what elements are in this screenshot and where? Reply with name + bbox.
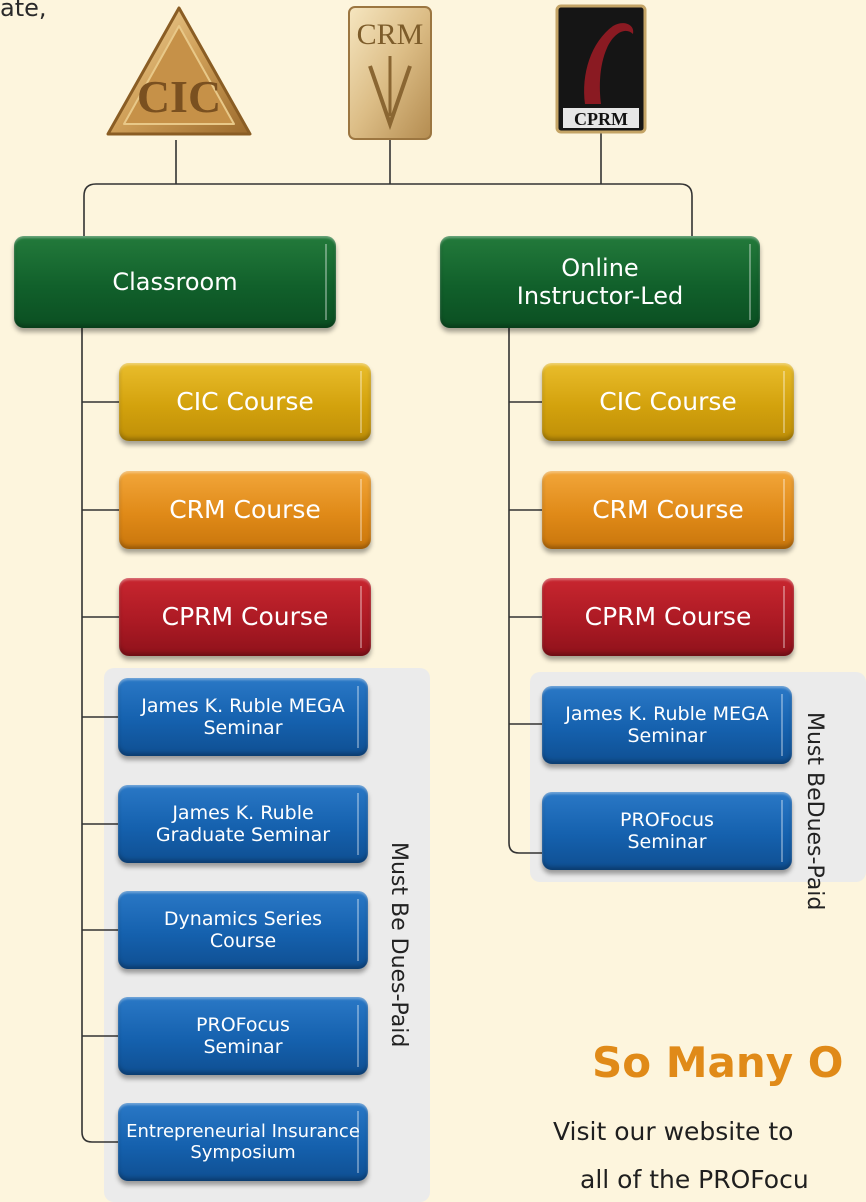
cic-badge-icon: CIC: [106, 6, 252, 136]
button-label: Entrepreneurial Insurance Symposium: [126, 1120, 360, 1163]
classroom-graduate-seminar-button[interactable]: James K. Ruble Graduate Seminar: [118, 785, 368, 863]
button-label: James K. Ruble MEGA Seminar: [565, 702, 769, 747]
button-label: CIC Course: [176, 387, 314, 417]
classroom-dynamics-series-button[interactable]: Dynamics Series Course: [118, 891, 368, 969]
classroom-crm-course-button[interactable]: CRM Course: [119, 471, 371, 549]
online-profocus-seminar-button[interactable]: PROFocus Seminar: [542, 792, 792, 870]
svg-text:CRM: CRM: [357, 18, 424, 51]
promo-line-1: Visit our website to: [553, 1117, 794, 1146]
classroom-cic-course-button[interactable]: CIC Course: [119, 363, 371, 441]
button-label: CIC Course: [599, 387, 737, 417]
online-crm-course-button[interactable]: CRM Course: [542, 471, 794, 549]
online-instructor-led-header: Online Instructor-Led: [440, 236, 760, 328]
promo-line-2: all of the PROFocu: [580, 1165, 809, 1194]
online-cprm-course-button[interactable]: CPRM Course: [542, 578, 794, 656]
online-cic-course-button[interactable]: CIC Course: [542, 363, 794, 441]
button-label: CRM Course: [169, 495, 321, 525]
button-label: CPRM Course: [584, 602, 752, 632]
classroom-entrepreneurial-symposium-button[interactable]: Entrepreneurial Insurance Symposium: [118, 1103, 368, 1181]
online-dues-paid-line-2: Dues-Paid: [802, 800, 828, 911]
classroom-mega-seminar-button[interactable]: James K. Ruble MEGA Seminar: [118, 678, 368, 756]
classroom-dues-paid-label: Must Be Dues-Paid: [386, 842, 411, 1048]
online-header-label: Online Instructor-Led: [516, 253, 684, 310]
button-label: CRM Course: [592, 495, 744, 525]
button-label: PROFocus Seminar: [196, 1013, 290, 1058]
online-mega-seminar-button[interactable]: James K. Ruble MEGA Seminar: [542, 686, 792, 764]
svg-text:CPRM: CPRM: [574, 109, 628, 129]
classroom-cprm-course-button[interactable]: CPRM Course: [119, 578, 371, 656]
crm-badge-icon: CRM: [348, 6, 432, 140]
online-dues-paid-label: Must BeDues-Paid: [802, 712, 828, 911]
button-label: Dynamics Series Course: [163, 907, 323, 952]
classroom-profocus-seminar-button[interactable]: PROFocus Seminar: [118, 997, 368, 1075]
cprm-badge-icon: CPRM: [555, 4, 647, 134]
button-label: James K. Ruble Graduate Seminar: [155, 801, 331, 846]
online-dues-paid-line-1: Must Be: [802, 712, 828, 801]
button-label: PROFocus Seminar: [620, 808, 714, 853]
classroom-header-label: Classroom: [112, 267, 238, 296]
classroom-header: Classroom: [14, 236, 336, 328]
promo-title: So Many O: [592, 1038, 844, 1087]
top-text-fragment: ate,: [0, 0, 47, 22]
svg-text:CIC: CIC: [137, 71, 221, 122]
button-label: James K. Ruble MEGA Seminar: [141, 694, 345, 739]
button-label: CPRM Course: [161, 602, 329, 632]
